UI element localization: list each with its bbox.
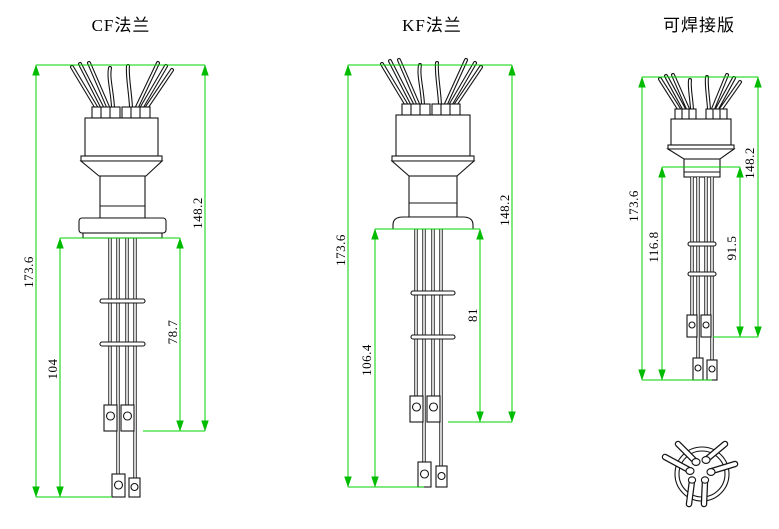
figure-kf-pins — [380, 58, 483, 106]
figure-cf-title: CF法兰 — [92, 16, 151, 35]
weldable-dim-left-outer: 173.6 — [626, 190, 641, 222]
weldable-dim-left-inner: 116.8 — [646, 231, 661, 262]
kf-dim-right-outer: 148.2 — [497, 194, 512, 226]
figure-weldable-title: 可焊接版 — [663, 16, 735, 35]
kf-dim-right-inner: 81 — [465, 308, 480, 322]
figure-weldable-body — [666, 118, 736, 178]
cf-dim-right-outer: 148.2 — [190, 197, 205, 229]
figure-cf-spacer-bars — [99, 298, 146, 347]
figure-cf: CF法兰 — [21, 16, 209, 498]
figure-cf-flange — [78, 217, 167, 239]
figure-weldable: 可焊接版 — [626, 16, 762, 381]
figure-kf-rods — [414, 229, 443, 466]
figure-kf-terminals — [409, 395, 448, 488]
figure-cf-rods — [108, 238, 137, 478]
kf-dim-left-inner: 106.4 — [359, 344, 374, 376]
figure-cf-insulators — [91, 106, 151, 119]
connector-face-top-view — [661, 440, 739, 508]
figure-cf-terminals — [103, 404, 141, 498]
cf-dim-left-outer: 173.6 — [21, 256, 36, 288]
top-view-pin-bases — [685, 456, 716, 484]
kf-dim-left-outer: 173.6 — [333, 234, 348, 266]
figure-cf-pins — [70, 61, 174, 109]
figure-cf-dimensions: 173.6 104 78.7 148.2 — [21, 64, 209, 498]
weldable-dim-right-inner: 91.5 — [724, 236, 739, 261]
top-view-pins — [661, 440, 739, 508]
figure-kf-spacer-bars — [410, 290, 456, 340]
figure-cf-body — [79, 117, 164, 219]
cf-dim-right-inner: 78.7 — [165, 320, 180, 345]
cf-dim-left-inner: 104 — [45, 359, 60, 380]
weld-sleeve — [683, 158, 721, 178]
figure-kf: KF法兰 — [333, 16, 516, 488]
figure-kf-dimensions: 173.6 106.4 81 148.2 — [333, 64, 516, 488]
weldable-dim-right-outer: 148.2 — [742, 147, 757, 179]
figure-weldable-insulators — [674, 108, 728, 120]
figure-kf-insulators — [401, 103, 461, 116]
figure-weldable-dimensions: 173.6 116.8 91.5 148.2 — [626, 76, 762, 381]
figure-kf-title: KF法兰 — [402, 16, 462, 35]
figure-weldable-spacer-bars — [687, 241, 717, 277]
figure-kf-flange — [392, 216, 474, 230]
figure-weldable-pins — [658, 73, 742, 111]
figure-kf-body — [390, 114, 476, 218]
